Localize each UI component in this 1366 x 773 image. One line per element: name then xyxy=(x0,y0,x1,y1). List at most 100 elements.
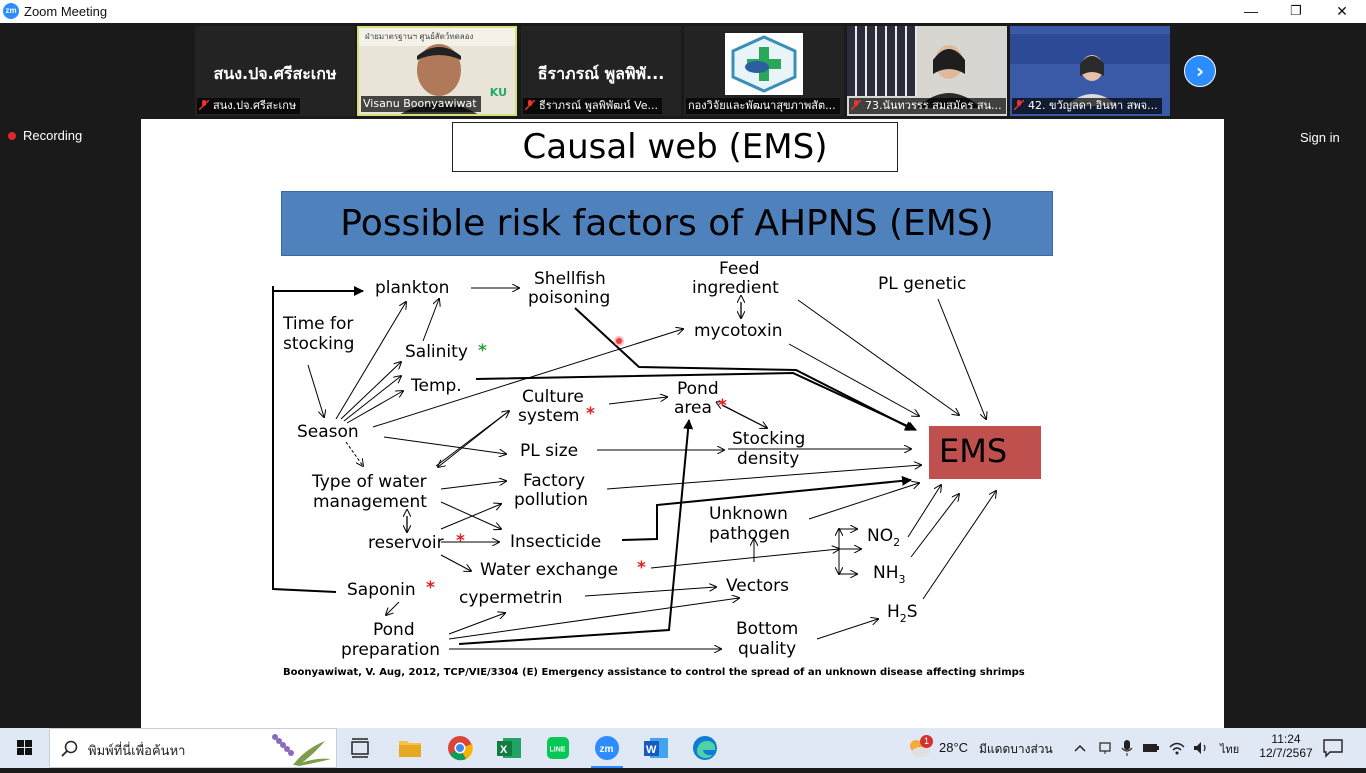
ku-logo: KU xyxy=(489,86,507,99)
recording-label: Recording xyxy=(23,128,83,143)
pointer-dot-icon xyxy=(614,336,624,346)
participant-display-name: สนง.ปจ.ศรีสะเกษ xyxy=(213,64,337,83)
node-saponin: Saponin xyxy=(347,580,416,600)
muted-mic-icon xyxy=(1014,100,1024,110)
node-nh3: NH3 xyxy=(873,563,906,586)
bold-arrows xyxy=(272,286,917,645)
recording-indicator[interactable]: Recording xyxy=(8,128,82,148)
windows-logo-icon xyxy=(17,740,32,755)
participant-display-name: ธีราภรณ์ พูลพิพั... xyxy=(537,64,665,83)
node-h2s: H2S xyxy=(887,602,918,625)
line-button[interactable]: LINE xyxy=(542,732,574,764)
input-language-indicator[interactable]: ไทย xyxy=(1220,744,1240,756)
participant-name-tag: ธีราภรณ์ พูลพิพัฒน์ Ve... xyxy=(523,98,663,114)
window-title: Zoom Meeting xyxy=(24,4,108,19)
weather-description: มีแดดบางส่วน xyxy=(979,742,1053,756)
notifications-icon[interactable] xyxy=(1322,738,1344,758)
excel-button[interactable]: X xyxy=(493,732,525,764)
node-mycotoxin: mycotoxin xyxy=(694,321,782,341)
significance-stars: * * * * * * xyxy=(426,341,727,598)
chrome-button[interactable] xyxy=(444,732,476,764)
task-view-button[interactable] xyxy=(344,732,376,764)
double-arrows xyxy=(407,302,767,532)
participant-tile[interactable]: กองวิจัยและพัฒนาสุขภาพสัต... xyxy=(684,26,844,116)
chemistry-labels: NO2 NH3 H2S xyxy=(867,526,918,625)
participant-tile[interactable]: สนง.ปจ.ศรีสะเกษ สนง.ปจ.ศรีสะเกษ xyxy=(195,26,355,116)
muted-mic-icon xyxy=(525,100,535,110)
edge-button[interactable] xyxy=(689,732,721,764)
weather-badge: 1 xyxy=(920,735,933,748)
start-button[interactable] xyxy=(0,728,48,768)
participant-tile[interactable]: ธีราภรณ์ พูลพิพั... ธีราภรณ์ พูลพิพัฒน์ … xyxy=(521,26,681,116)
node-pl-size: PL size xyxy=(520,441,578,461)
node-feed: Feed xyxy=(719,259,760,279)
node-poisoning: poisoning xyxy=(528,288,610,308)
node-pl-genetic: PL genetic xyxy=(878,274,966,294)
slide-citation: Boonyawiwat, V. Aug, 2012, TCP/VIE/3304 … xyxy=(283,667,1025,678)
svg-text:W: W xyxy=(646,744,657,756)
node-stocking-time: stocking xyxy=(283,334,354,354)
recording-dot-icon xyxy=(8,132,16,140)
file-explorer-button[interactable] xyxy=(394,732,426,764)
node-quality: quality xyxy=(738,639,796,659)
participant-tile[interactable]: 73.นันทวรรร สมสมัคร สน... xyxy=(847,26,1007,116)
node-type-of-water: Type of water xyxy=(311,472,427,492)
chevron-up-icon[interactable] xyxy=(1072,740,1088,756)
node-bottom: Bottom xyxy=(736,619,798,639)
search-icon xyxy=(61,740,78,757)
node-preparation: preparation xyxy=(341,640,440,660)
participant-label: ธีราภรณ์ พูลพิพัฒน์ Ve... xyxy=(539,99,659,112)
speaker-icon[interactable] xyxy=(1192,739,1210,757)
word-button[interactable]: W xyxy=(640,732,672,764)
participant-label: กองวิจัยและพัฒนาสุขภาพสัต... xyxy=(688,99,836,112)
node-unknown: Unknown xyxy=(709,504,788,524)
red-star: * xyxy=(718,396,727,416)
node-shellfish: Shellfish xyxy=(534,269,606,289)
sign-in-link[interactable]: Sign in xyxy=(1300,130,1340,145)
node-pond: Pond xyxy=(677,379,719,399)
word-icon: W xyxy=(644,738,668,758)
participant-tile-active-speaker[interactable]: ฝ่ายมาตรฐานฯ ศูนย์สัตว์ทดลอง KU Visanu B… xyxy=(357,26,517,116)
microphone-icon[interactable] xyxy=(1120,739,1134,757)
lavender-search-highlight-icon xyxy=(272,734,331,766)
node-culture: Culture xyxy=(522,387,584,407)
node-time-for: Time for xyxy=(282,314,353,334)
restore-button[interactable]: ❐ xyxy=(1290,3,1302,18)
node-no2: NO2 xyxy=(867,526,900,549)
node-stocking: Stocking xyxy=(732,429,805,449)
participant-name-tag: 42. ขวัญลดา อินหา สพจ... xyxy=(1012,98,1162,114)
svg-text:X: X xyxy=(500,744,508,756)
taskbar-search-box[interactable]: พิมพ์ที่นี่เพื่อค้นหา xyxy=(49,728,337,768)
node-insecticide: Insecticide xyxy=(510,532,601,552)
chrome-icon xyxy=(448,736,473,761)
search-placeholder: พิมพ์ที่นี่เพื่อค้นหา xyxy=(88,743,186,758)
zoom-button[interactable]: zm xyxy=(591,732,623,768)
organization-logo-icon xyxy=(725,33,803,95)
participant-label: 42. ขวัญลดา อินหา สพจ... xyxy=(1028,99,1158,112)
participant-name-tag: กองวิจัยและพัฒนาสุขภาพสัต... xyxy=(686,98,840,114)
node-pathogen: pathogen xyxy=(709,524,790,544)
clock-time: 11:24 xyxy=(1271,732,1301,746)
bookshelf-background xyxy=(847,26,917,96)
muted-mic-icon xyxy=(199,100,209,110)
next-participants-button[interactable]: › xyxy=(1184,55,1216,87)
node-salinity: Salinity xyxy=(405,342,468,362)
network-monitor-icon[interactable] xyxy=(1097,740,1113,756)
video-background-banner: ฝ่ายมาตรฐานฯ ศูนย์สัตว์ทดลอง xyxy=(359,28,515,46)
node-temp: Temp. xyxy=(410,376,462,396)
participant-name-tag: สนง.ปจ.ศรีสะเกษ xyxy=(197,98,301,114)
zoom-app-icon: zm xyxy=(595,736,619,760)
line-app-icon: LINE xyxy=(547,737,569,759)
minimize-button[interactable]: — xyxy=(1244,3,1258,19)
ems-label: EMS xyxy=(939,432,1007,470)
close-button[interactable]: ✕ xyxy=(1336,3,1348,19)
folder-icon xyxy=(399,741,421,757)
wifi-icon[interactable] xyxy=(1168,739,1186,757)
clock[interactable]: 11:24 12/7/2567 xyxy=(1256,728,1316,768)
window-titlebar: zm Zoom Meeting — ❐ ✕ xyxy=(0,0,1366,23)
participant-tile[interactable]: 42. ขวัญลดา อินหา สพจ... xyxy=(1010,26,1170,116)
participant-label: Visanu Boonyawiwat xyxy=(363,97,477,110)
battery-icon[interactable] xyxy=(1142,740,1160,756)
weather-temp: 28°C xyxy=(939,740,969,755)
zoom-logo-icon: zm xyxy=(3,3,19,19)
